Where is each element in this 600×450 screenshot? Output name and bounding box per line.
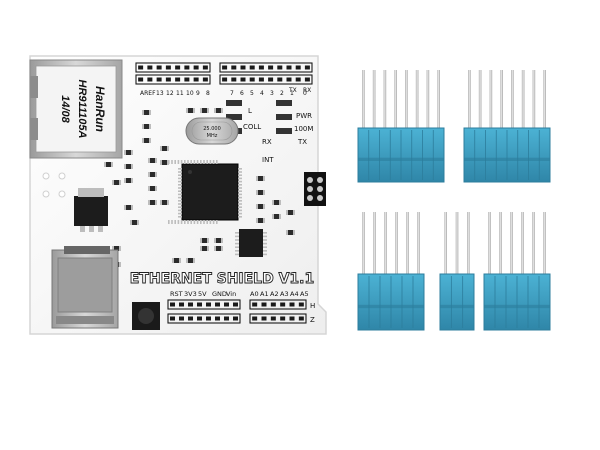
bottom-header-pads xyxy=(167,299,307,324)
analog-pin-label: A1 xyxy=(260,290,269,298)
header-pin xyxy=(455,212,459,274)
analog-pin-label: A2 xyxy=(270,290,279,298)
rj45-jack: HanRun HR911105A 14/08 xyxy=(29,59,123,159)
top-pin-label: AREF xyxy=(140,90,156,97)
header-pin xyxy=(488,212,491,274)
led-label-pwr: PWR xyxy=(296,112,312,120)
header-pin xyxy=(444,212,447,274)
header-pin xyxy=(384,212,387,274)
header-pin xyxy=(373,212,376,274)
led-label-coll: COLL xyxy=(243,123,261,131)
header-pin xyxy=(372,70,376,128)
header-pin xyxy=(383,70,387,128)
crystal-oscillator: 25.000 MHz xyxy=(185,117,239,145)
top-pin-label: 11 xyxy=(176,90,184,97)
status-leds: L PWR COLL 100M RX TX xyxy=(226,100,313,146)
header-pin xyxy=(468,70,471,128)
small-ic-chip xyxy=(235,229,267,257)
power-pin-label: RST xyxy=(170,290,183,298)
crystal-label-unit: MHz xyxy=(207,133,218,139)
header-pin xyxy=(489,70,493,128)
header-pin xyxy=(394,70,397,128)
led-label-l: L xyxy=(248,107,252,115)
header-pin xyxy=(510,212,513,274)
jack-model: HR911105A xyxy=(76,80,88,139)
analog-pin-label: A3 xyxy=(280,290,289,298)
crystal-label: 25.000 xyxy=(203,126,221,132)
header-pin xyxy=(405,70,408,128)
header-pin xyxy=(395,212,398,274)
power-pin-label: GND xyxy=(212,290,227,298)
header-pin xyxy=(532,70,536,128)
top-pin-label: 9 xyxy=(196,90,200,97)
header-pin xyxy=(543,212,546,274)
header-pin xyxy=(437,70,440,128)
top-pin-label: 5 xyxy=(250,90,254,97)
row-mark-h: H xyxy=(310,302,315,310)
top-pin-label: 0 xyxy=(303,90,307,97)
board-title: ETHERNET SHIELD V1.1 xyxy=(130,271,315,287)
top-pin-label: 6 xyxy=(240,90,244,97)
top-pin-label: 3 xyxy=(270,90,274,97)
top-pin-label: 8 xyxy=(206,90,210,97)
header-6pin-b xyxy=(483,212,551,331)
header-8pin-b xyxy=(463,70,551,183)
tx-label: TX xyxy=(288,87,297,94)
row-mark-z: Z xyxy=(310,316,315,324)
header-pin xyxy=(532,212,535,274)
power-pin-label: 5V xyxy=(198,290,207,298)
analog-pin-label: A4 xyxy=(290,290,299,298)
power-pin-label: 3V3 xyxy=(184,290,197,298)
led-label-tx: TX xyxy=(297,138,307,146)
header-8pin-a xyxy=(357,70,445,183)
top-pin-label: 2 xyxy=(280,90,284,97)
header-pin xyxy=(406,212,409,274)
mounting-holes xyxy=(42,172,66,198)
header-pin xyxy=(426,70,430,128)
header-pin xyxy=(362,70,365,128)
header-pin xyxy=(521,212,524,274)
top-pin-label: 10 xyxy=(186,90,194,97)
top-pin-label: 13 xyxy=(156,90,164,97)
analog-pin-label: A5 xyxy=(300,290,309,298)
top-pin-label: 12 xyxy=(166,90,174,97)
voltage-regulator xyxy=(74,188,108,232)
int-label: INT xyxy=(262,156,274,164)
header-6pin-a xyxy=(357,212,425,331)
top-header-pads xyxy=(135,62,313,85)
analog-pin-label: A0 xyxy=(250,290,259,298)
icsp-header xyxy=(304,172,326,206)
header-pin xyxy=(521,70,525,128)
led-label-100m: 100M xyxy=(294,125,313,133)
rx-label: RX xyxy=(303,87,311,94)
power-pin-label: Vin xyxy=(226,290,236,298)
header-pin xyxy=(362,212,365,274)
ethernet-controller-chip xyxy=(168,160,242,224)
header-3pin xyxy=(439,212,475,331)
header-pin xyxy=(415,70,419,128)
header-pin xyxy=(417,212,420,274)
top-pin-label: 1 xyxy=(290,90,294,97)
jack-brand: HanRun xyxy=(93,86,107,132)
header-pin xyxy=(511,70,514,128)
top-pin-label: 7 xyxy=(230,90,234,97)
led-label-rx: RX xyxy=(262,138,272,146)
sd-card-slot xyxy=(51,246,119,329)
header-pin xyxy=(543,70,546,128)
header-body xyxy=(439,273,475,331)
reset-button xyxy=(132,302,160,330)
top-pin-label: 4 xyxy=(260,90,264,97)
jack-date: 14/08 xyxy=(59,95,71,123)
header-pin xyxy=(500,70,503,128)
header-pin xyxy=(467,212,470,274)
header-pin xyxy=(499,212,502,274)
header-pin xyxy=(478,70,482,128)
